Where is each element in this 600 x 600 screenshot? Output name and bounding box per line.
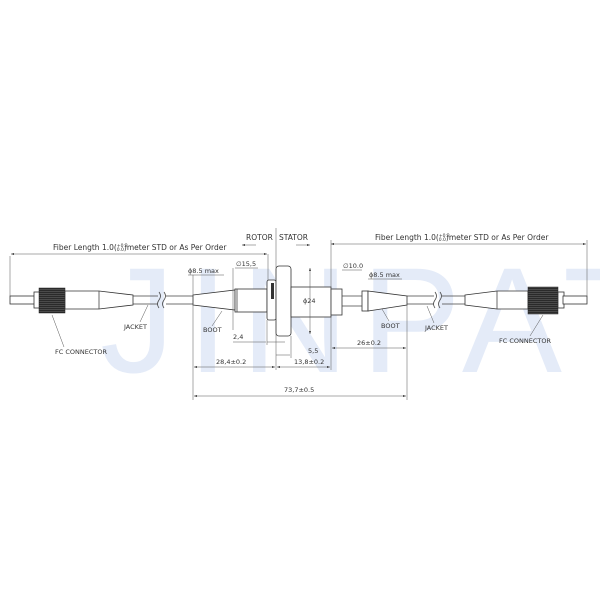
- dim-2-4: 2,4: [233, 333, 243, 341]
- dim-8-5-left: ϕ8.5 max: [188, 267, 219, 275]
- right-break-symbol: [433, 291, 442, 309]
- stator-nose: [330, 288, 343, 316]
- jacket-right-label: JACKET: [424, 324, 448, 332]
- dim-13-8: 13,8±0.2: [294, 358, 324, 366]
- right-ring: [361, 290, 369, 312]
- left-fc-connector-nut: [38, 287, 66, 314]
- dim-28-4: 28,4±0.2: [216, 358, 246, 366]
- right-fiber-assembly: [367, 286, 588, 315]
- left-ferrule: [9, 295, 36, 305]
- rotary-joint: [234, 265, 369, 337]
- boot-left-label: BOOT: [203, 326, 222, 334]
- dim-24: ϕ24: [303, 297, 316, 305]
- jacket-left-label: JACKET: [123, 323, 147, 331]
- watermark: JINPAT: [100, 236, 600, 404]
- left-break-symbol: [157, 291, 166, 309]
- dim-8-5-right: ϕ8.5 max: [369, 271, 400, 279]
- stator-label: STATOR: [279, 233, 308, 242]
- dim-15-5: ∅15,5: [236, 260, 256, 268]
- stator-housing-flange: [275, 265, 292, 337]
- dim-26: 26±0.2: [357, 339, 381, 347]
- fc-connector-left-label: FC CONNECTOR: [55, 348, 107, 356]
- left-fiber-assembly: [9, 287, 236, 314]
- dim-10: ∅10.0: [343, 262, 363, 270]
- right-ferrule: [562, 295, 588, 305]
- right-fc-connector-nut: [527, 286, 559, 315]
- rotor-shaft: [234, 288, 268, 313]
- right-connector-body: [464, 290, 529, 310]
- boot-right-label: BOOT: [381, 322, 400, 330]
- fc-connector-right-label: FC CONNECTOR: [499, 337, 551, 345]
- flange-mark: [271, 283, 274, 299]
- dim-73-7: 73,7±0.5: [284, 386, 314, 394]
- rotor-label: ROTOR: [246, 233, 273, 242]
- dim-5-5: 5,5: [308, 347, 318, 355]
- right-jacket: [407, 295, 465, 305]
- stator-body: [290, 286, 332, 318]
- left-jacket: [133, 295, 193, 305]
